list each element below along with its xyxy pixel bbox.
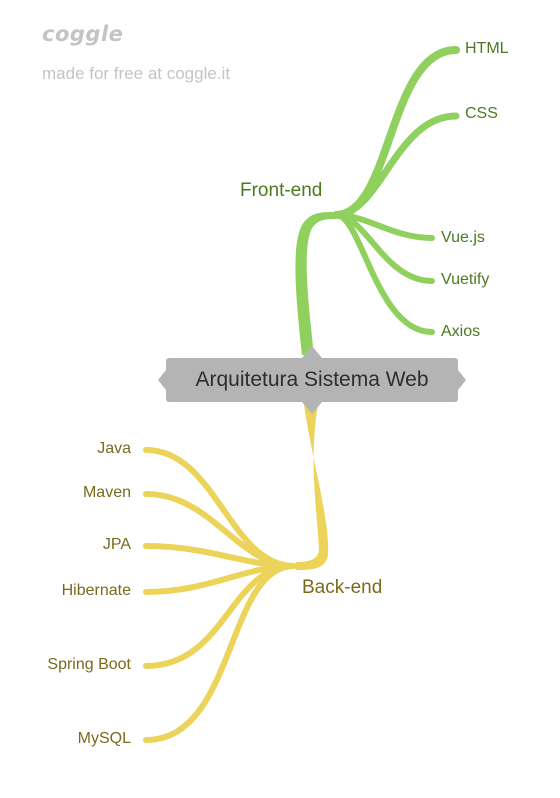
branch-to-html bbox=[332, 46, 460, 219]
frontend-trunk bbox=[295, 212, 336, 355]
frontend-branch-label[interactable]: Front-end bbox=[240, 180, 323, 201]
backend-branches bbox=[143, 447, 297, 743]
node-mysql[interactable]: MySQL bbox=[77, 730, 131, 747]
frontend-branches bbox=[332, 46, 460, 335]
branch-to-jpa bbox=[143, 543, 297, 569]
chevron-right-icon bbox=[458, 370, 466, 390]
branch-to-css bbox=[332, 112, 460, 219]
chevron-down-icon bbox=[302, 402, 322, 414]
node-css[interactable]: CSS bbox=[465, 105, 498, 122]
branch-to-axios bbox=[333, 212, 435, 335]
node-axios[interactable]: Axios bbox=[441, 323, 481, 340]
coggle-logo: coggle bbox=[42, 22, 124, 46]
root-node-label: Arquitetura Sistema Web bbox=[195, 368, 429, 391]
coggle-tagline: made for free at coggle.it bbox=[42, 64, 231, 83]
node-vuejs[interactable]: Vue.js bbox=[441, 229, 485, 246]
backend-branch-label[interactable]: Back-end bbox=[302, 577, 383, 598]
chevron-left-icon bbox=[158, 370, 166, 390]
branch-to-mysql bbox=[143, 563, 297, 743]
chevron-up-icon bbox=[302, 346, 322, 358]
node-java[interactable]: Java bbox=[97, 440, 131, 457]
backend-trunk bbox=[296, 405, 329, 570]
root-node[interactable]: Arquitetura Sistema Web bbox=[166, 358, 458, 402]
node-vuetify[interactable]: Vuetify bbox=[441, 271, 490, 288]
node-maven[interactable]: Maven bbox=[82, 484, 131, 501]
node-jpa[interactable]: JPA bbox=[102, 536, 131, 553]
node-html[interactable]: HTML bbox=[465, 40, 509, 57]
node-hibernate[interactable]: Hibernate bbox=[61, 582, 131, 599]
root-chevrons bbox=[158, 346, 466, 414]
node-spring-boot[interactable]: Spring Boot bbox=[47, 656, 131, 673]
